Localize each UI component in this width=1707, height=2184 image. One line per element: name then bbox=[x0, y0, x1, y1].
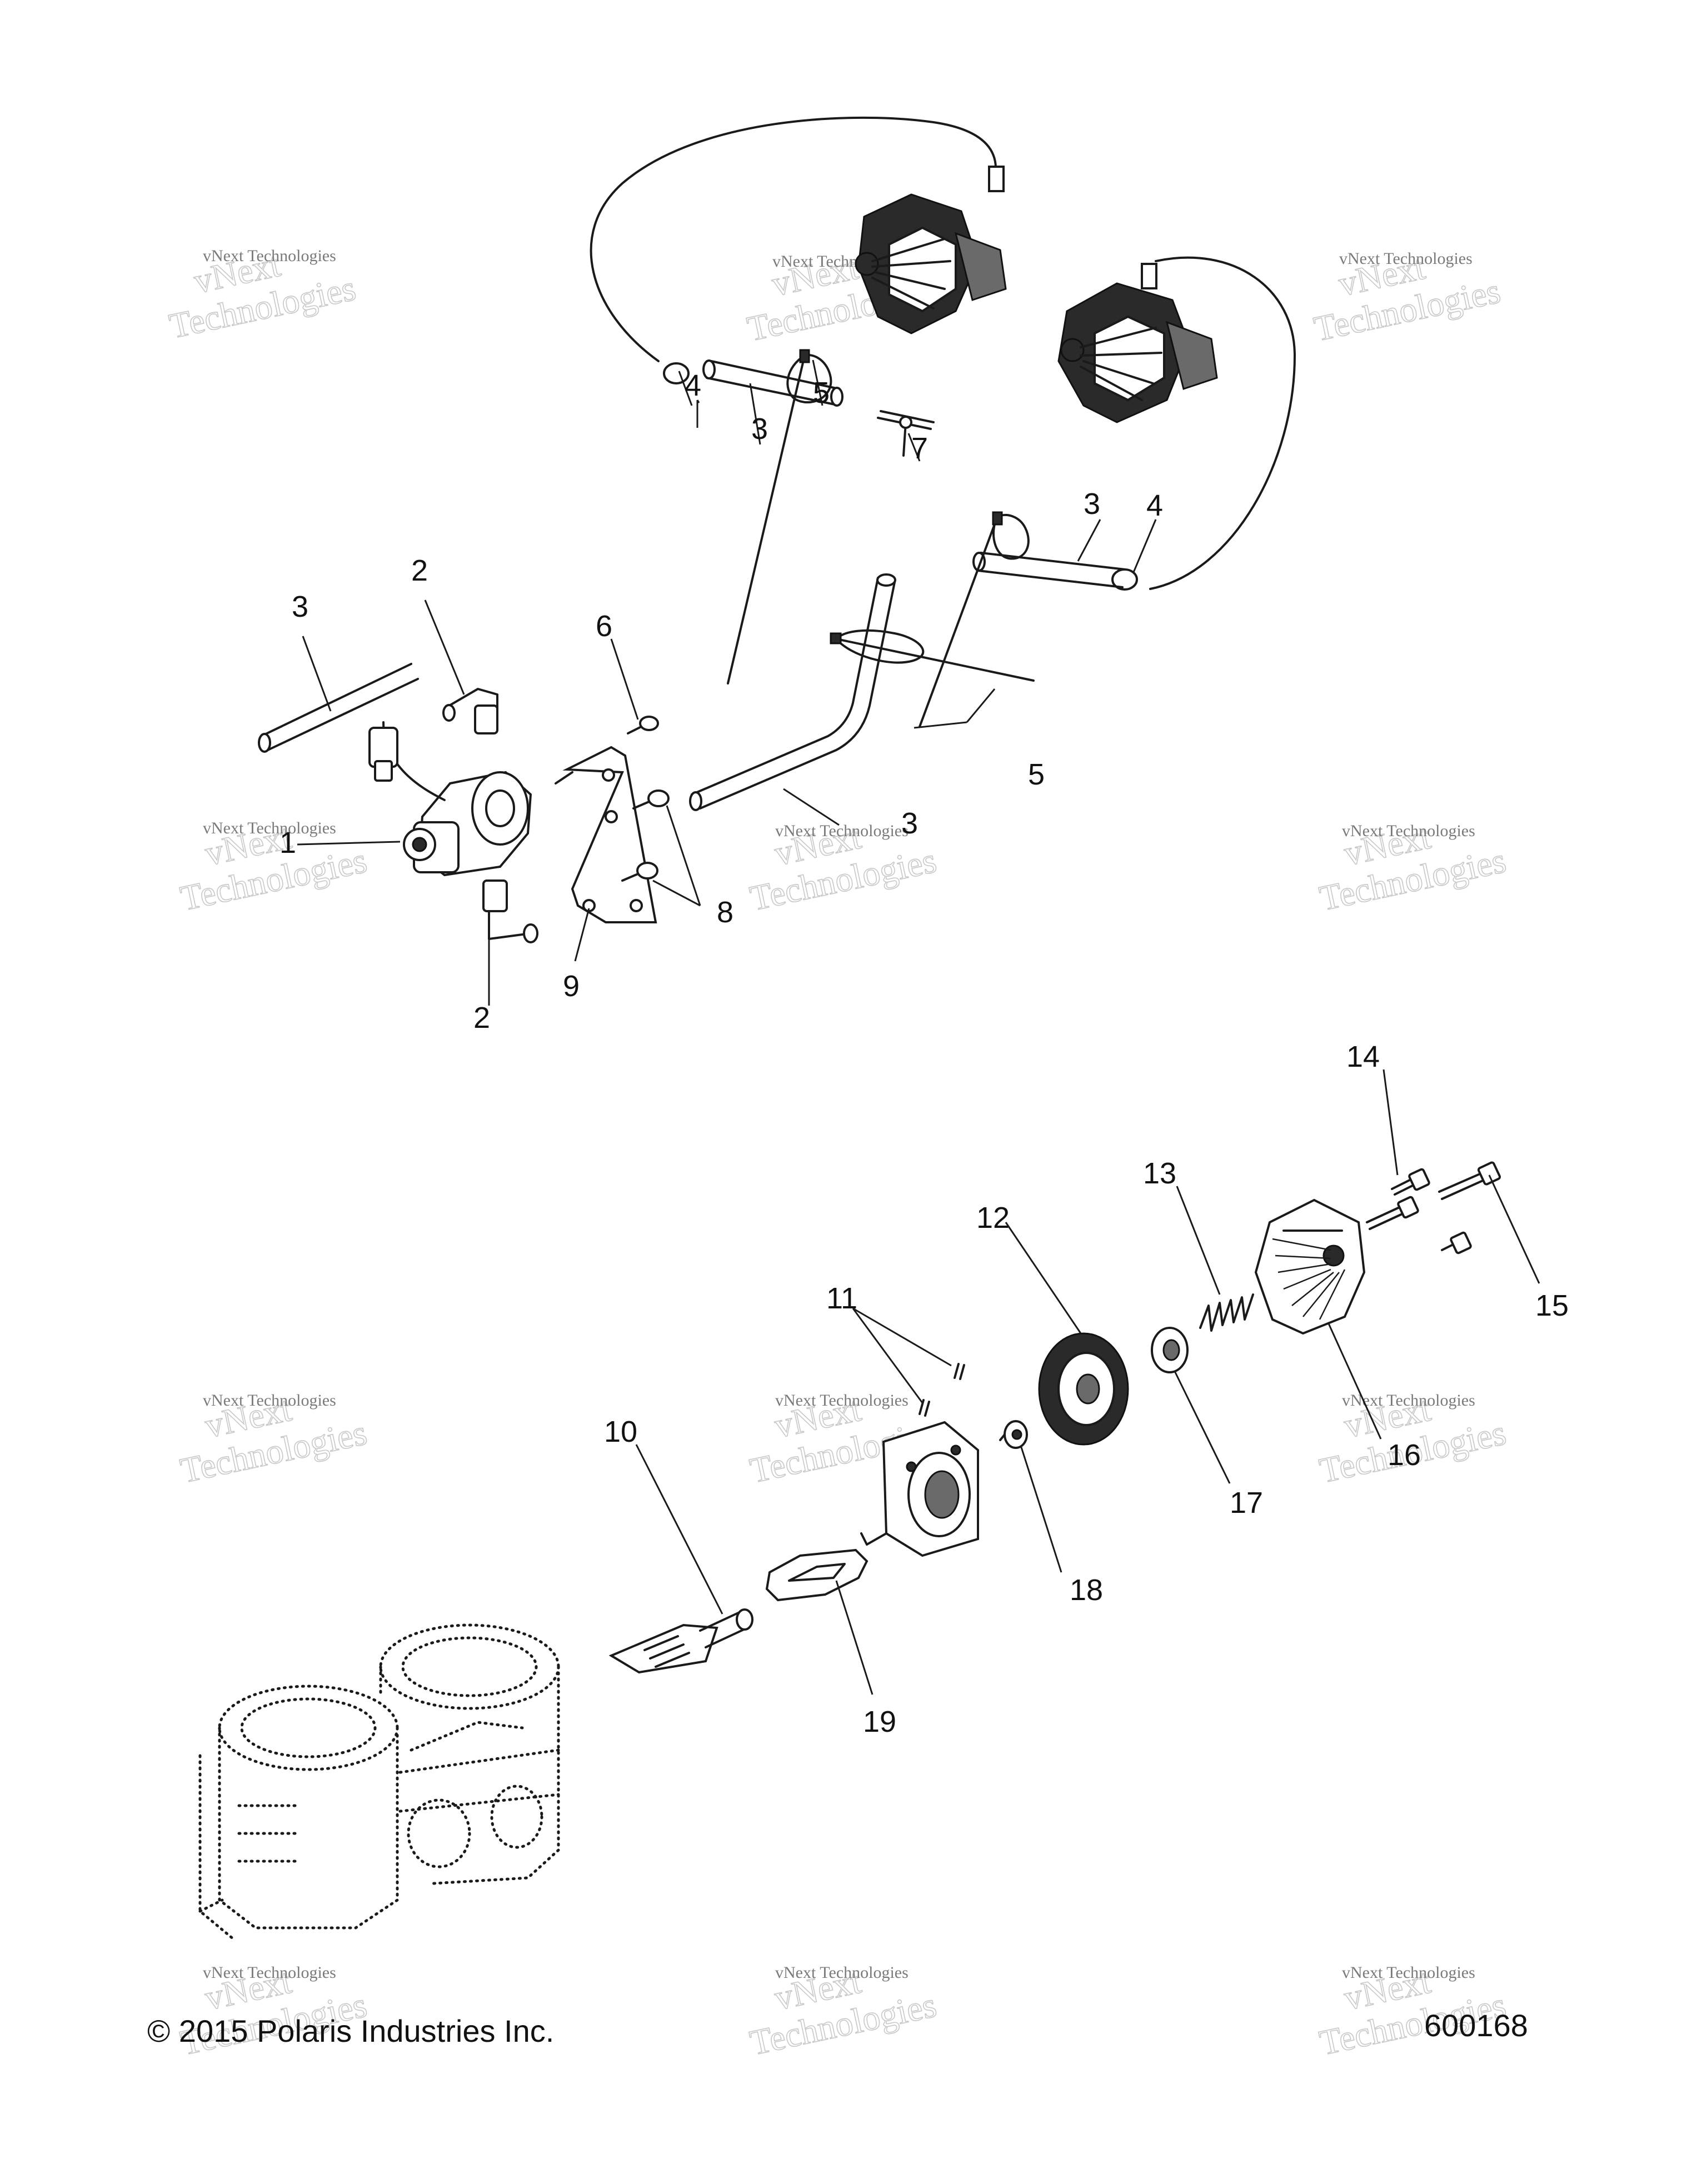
elbow-fitting bbox=[442, 688, 498, 734]
hose-tube bbox=[258, 663, 419, 753]
callout-6: 6 bbox=[596, 609, 612, 643]
callout-18: 18 bbox=[1070, 1573, 1103, 1607]
callout-5: 5 bbox=[813, 376, 830, 409]
hose-tube-bent bbox=[689, 573, 896, 811]
spring bbox=[1199, 1293, 1254, 1332]
callout-3: 3 bbox=[292, 590, 308, 623]
cable-tie bbox=[727, 349, 832, 684]
watermark-text: vNext Technologies bbox=[203, 1391, 336, 1410]
top-pump-left bbox=[855, 166, 1007, 334]
pump-body bbox=[860, 1421, 979, 1557]
hose-tube bbox=[972, 552, 1126, 588]
solenoid-valve bbox=[368, 721, 532, 877]
callout-13: 13 bbox=[1143, 1157, 1176, 1190]
watermark-text: vNext Technologies bbox=[203, 247, 336, 265]
watermark-text: vNext Technologies bbox=[203, 1963, 336, 1982]
watermark-text: vNext Technologies bbox=[1342, 822, 1475, 840]
callout-4: 4 bbox=[685, 369, 701, 402]
elbow-fitting bbox=[482, 879, 538, 943]
engine-cylinder-block bbox=[198, 1623, 560, 1941]
hose-loop-left bbox=[590, 116, 997, 362]
callout-1: 1 bbox=[279, 826, 296, 859]
callout-11: 11 bbox=[826, 1282, 857, 1315]
tee-fitting bbox=[877, 410, 935, 457]
bolt bbox=[1366, 1161, 1501, 1255]
check-valve bbox=[999, 1420, 1028, 1449]
cable-tie bbox=[830, 629, 1035, 682]
diagram-number: 600168 bbox=[1424, 2008, 1528, 2043]
watermark-text: vNext Technologies bbox=[775, 1963, 909, 1982]
callout-8: 8 bbox=[717, 896, 733, 929]
watermark-text: vNext Technologies bbox=[1342, 1963, 1475, 1982]
pump-cover bbox=[1254, 1198, 1366, 1335]
callout-3: 3 bbox=[901, 807, 918, 840]
leader-lines bbox=[297, 359, 1540, 1695]
copyright-text: © 2015 Polaris Industries Inc. bbox=[147, 2013, 554, 2048]
callout-15: 15 bbox=[1535, 1289, 1569, 1322]
callout-3: 3 bbox=[1084, 487, 1100, 521]
callout-2: 2 bbox=[411, 554, 428, 587]
callout-19: 19 bbox=[863, 1705, 896, 1738]
callout-3: 3 bbox=[751, 412, 768, 446]
callout-5: 5 bbox=[1028, 758, 1045, 791]
dowel-pin bbox=[919, 1363, 965, 1417]
watermark-text: vNext Technologies bbox=[1342, 1391, 1475, 1410]
mounting-bracket bbox=[555, 746, 657, 923]
watermark-text: vNext Technologies bbox=[775, 1391, 909, 1410]
hose-clamp bbox=[663, 362, 1138, 591]
screw bbox=[627, 716, 659, 734]
cable-tie bbox=[919, 511, 1030, 728]
callout-9: 9 bbox=[563, 969, 580, 1003]
watermark-group: vNext Technologies vNext Technologies vN… bbox=[166, 244, 1510, 2063]
callout-4: 4 bbox=[1146, 489, 1163, 522]
gasket bbox=[765, 1548, 869, 1602]
callout-16: 16 bbox=[1387, 1438, 1421, 1472]
callout-10: 10 bbox=[604, 1415, 637, 1448]
callout-2: 2 bbox=[473, 1001, 490, 1034]
callout-labels: 4 3 5 7 3 4 3 2 6 5 3 1 8 9 2 14 13 15 1… bbox=[279, 369, 1569, 1738]
watermark-text: vNext Technologies bbox=[1339, 249, 1473, 268]
diaphragm bbox=[1038, 1332, 1129, 1446]
callout-7: 7 bbox=[911, 432, 928, 465]
watermark-text: vNext Technologies bbox=[203, 819, 336, 837]
pulse-fitting bbox=[608, 1608, 753, 1674]
watermark: vNext Technologies bbox=[1316, 816, 1510, 919]
callout-14: 14 bbox=[1346, 1040, 1380, 1073]
spring-seat bbox=[1151, 1327, 1189, 1373]
callout-12: 12 bbox=[976, 1201, 1010, 1235]
callout-17: 17 bbox=[1230, 1486, 1263, 1520]
top-pump-right bbox=[1057, 263, 1218, 423]
hose-loop-right bbox=[1149, 256, 1296, 590]
watermark-text: vNext Technologies bbox=[775, 822, 909, 840]
screw bbox=[621, 789, 670, 882]
